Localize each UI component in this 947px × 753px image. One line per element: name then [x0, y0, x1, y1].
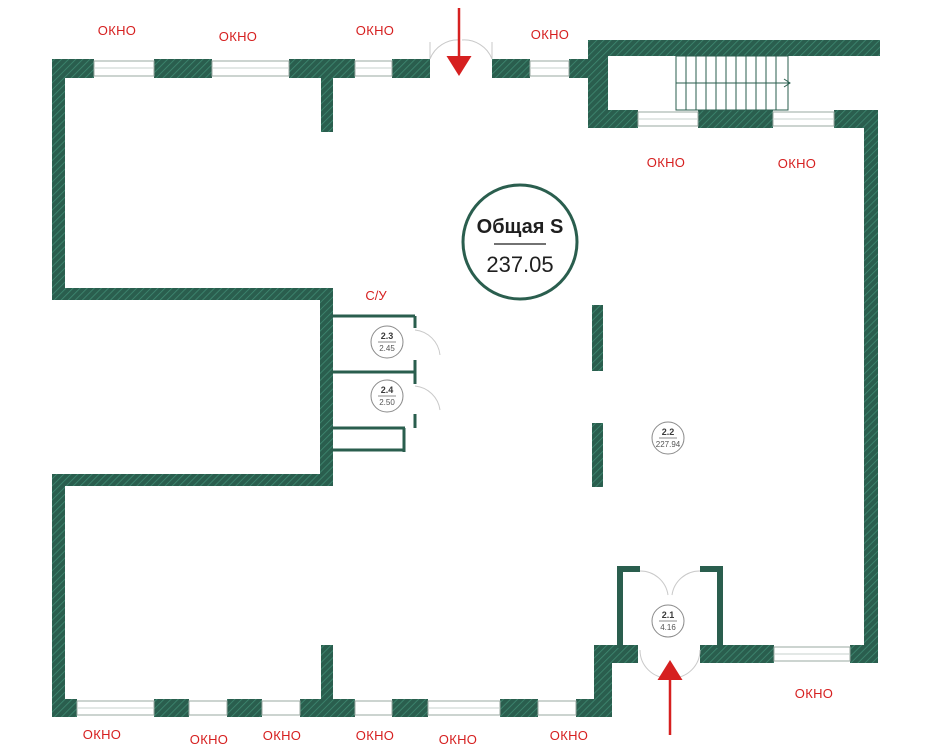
window-label: ОКНО — [356, 23, 394, 38]
room-number: 2.1 — [662, 610, 675, 620]
window-label: ОКНО — [219, 29, 257, 44]
window-label: ОКНО — [439, 732, 477, 747]
room-label-2-4: 2.4 2.50 — [370, 379, 404, 413]
windows — [76, 60, 851, 716]
window-label: ОКНО — [356, 728, 394, 743]
bathroom-partitions — [333, 314, 417, 452]
total-area-badge: Общая S 237.05 — [461, 183, 579, 301]
stairs — [675, 55, 791, 111]
room-area: 227.94 — [656, 440, 681, 449]
room-number: 2.4 — [381, 385, 394, 395]
total-area-title: Общая S — [477, 216, 564, 238]
window-lines — [77, 67, 850, 709]
walls — [52, 40, 880, 717]
window-labels: ОКНО ОКНО ОКНО ОКНО ОКНО ОКНО ОКНО ОКНО … — [83, 23, 833, 747]
window-label: ОКНО — [83, 727, 121, 742]
sanitary-label: С/У — [365, 288, 387, 303]
doors — [414, 39, 701, 679]
room-label-2-2: 2.2 227.94 — [651, 421, 685, 455]
window-label: ОКНО — [98, 23, 136, 38]
room-label-2-1: 2.1 4.16 — [651, 604, 685, 638]
window-label: ОКНО — [778, 156, 816, 171]
window-label: ОКНО — [647, 155, 685, 170]
room-label-2-3: 2.3 2.45 — [370, 325, 404, 359]
room-number: 2.2 — [662, 427, 675, 437]
room-area: 4.16 — [660, 623, 676, 632]
window-label: ОКНО — [550, 728, 588, 743]
window-label: ОКНО — [190, 732, 228, 747]
room-area: 2.45 — [379, 344, 395, 353]
room-area: 2.50 — [379, 398, 395, 407]
window-label: ОКНО — [531, 27, 569, 42]
total-area-value: 237.05 — [486, 252, 553, 277]
window-label: ОКНО — [263, 728, 301, 743]
window-label: ОКНО — [795, 686, 833, 701]
room-number: 2.3 — [381, 331, 394, 341]
